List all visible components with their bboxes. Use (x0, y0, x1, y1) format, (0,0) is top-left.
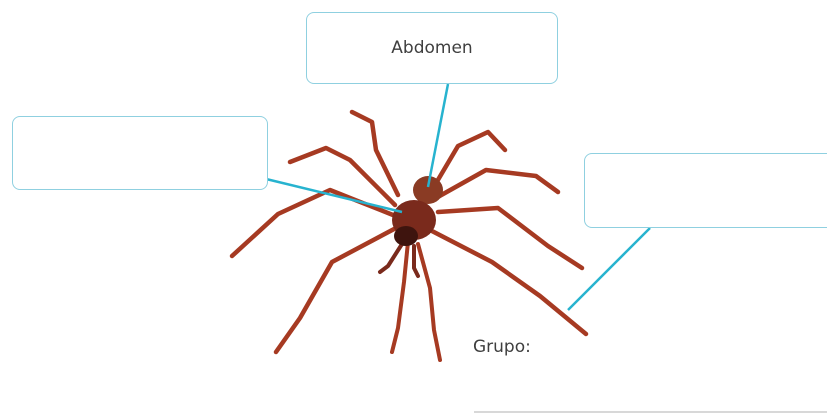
spider-abdomen (413, 176, 443, 204)
group-label: Grupo: (473, 337, 531, 357)
group-answer-line[interactable] (474, 411, 827, 413)
spider-leg-left-4 (276, 228, 396, 352)
label-text-abdomen: Abdomen (391, 38, 472, 58)
spider-pedipalp-right (414, 246, 418, 276)
spider-leg-right-4 (430, 230, 586, 334)
spider-leg-right-2 (436, 170, 558, 198)
label-box-top[interactable]: Abdomen (306, 12, 558, 84)
spider-pedipalp-left (380, 244, 402, 272)
spider-leg-right-3 (438, 208, 582, 268)
spider-leg-left-3 (232, 190, 393, 256)
spider-leg-front-2 (418, 244, 440, 360)
spider-illustration (232, 112, 586, 360)
spider-head-shadow (394, 226, 418, 246)
leader-line-left (262, 178, 402, 212)
label-box-right[interactable] (584, 153, 827, 228)
label-box-left[interactable] (12, 116, 268, 190)
